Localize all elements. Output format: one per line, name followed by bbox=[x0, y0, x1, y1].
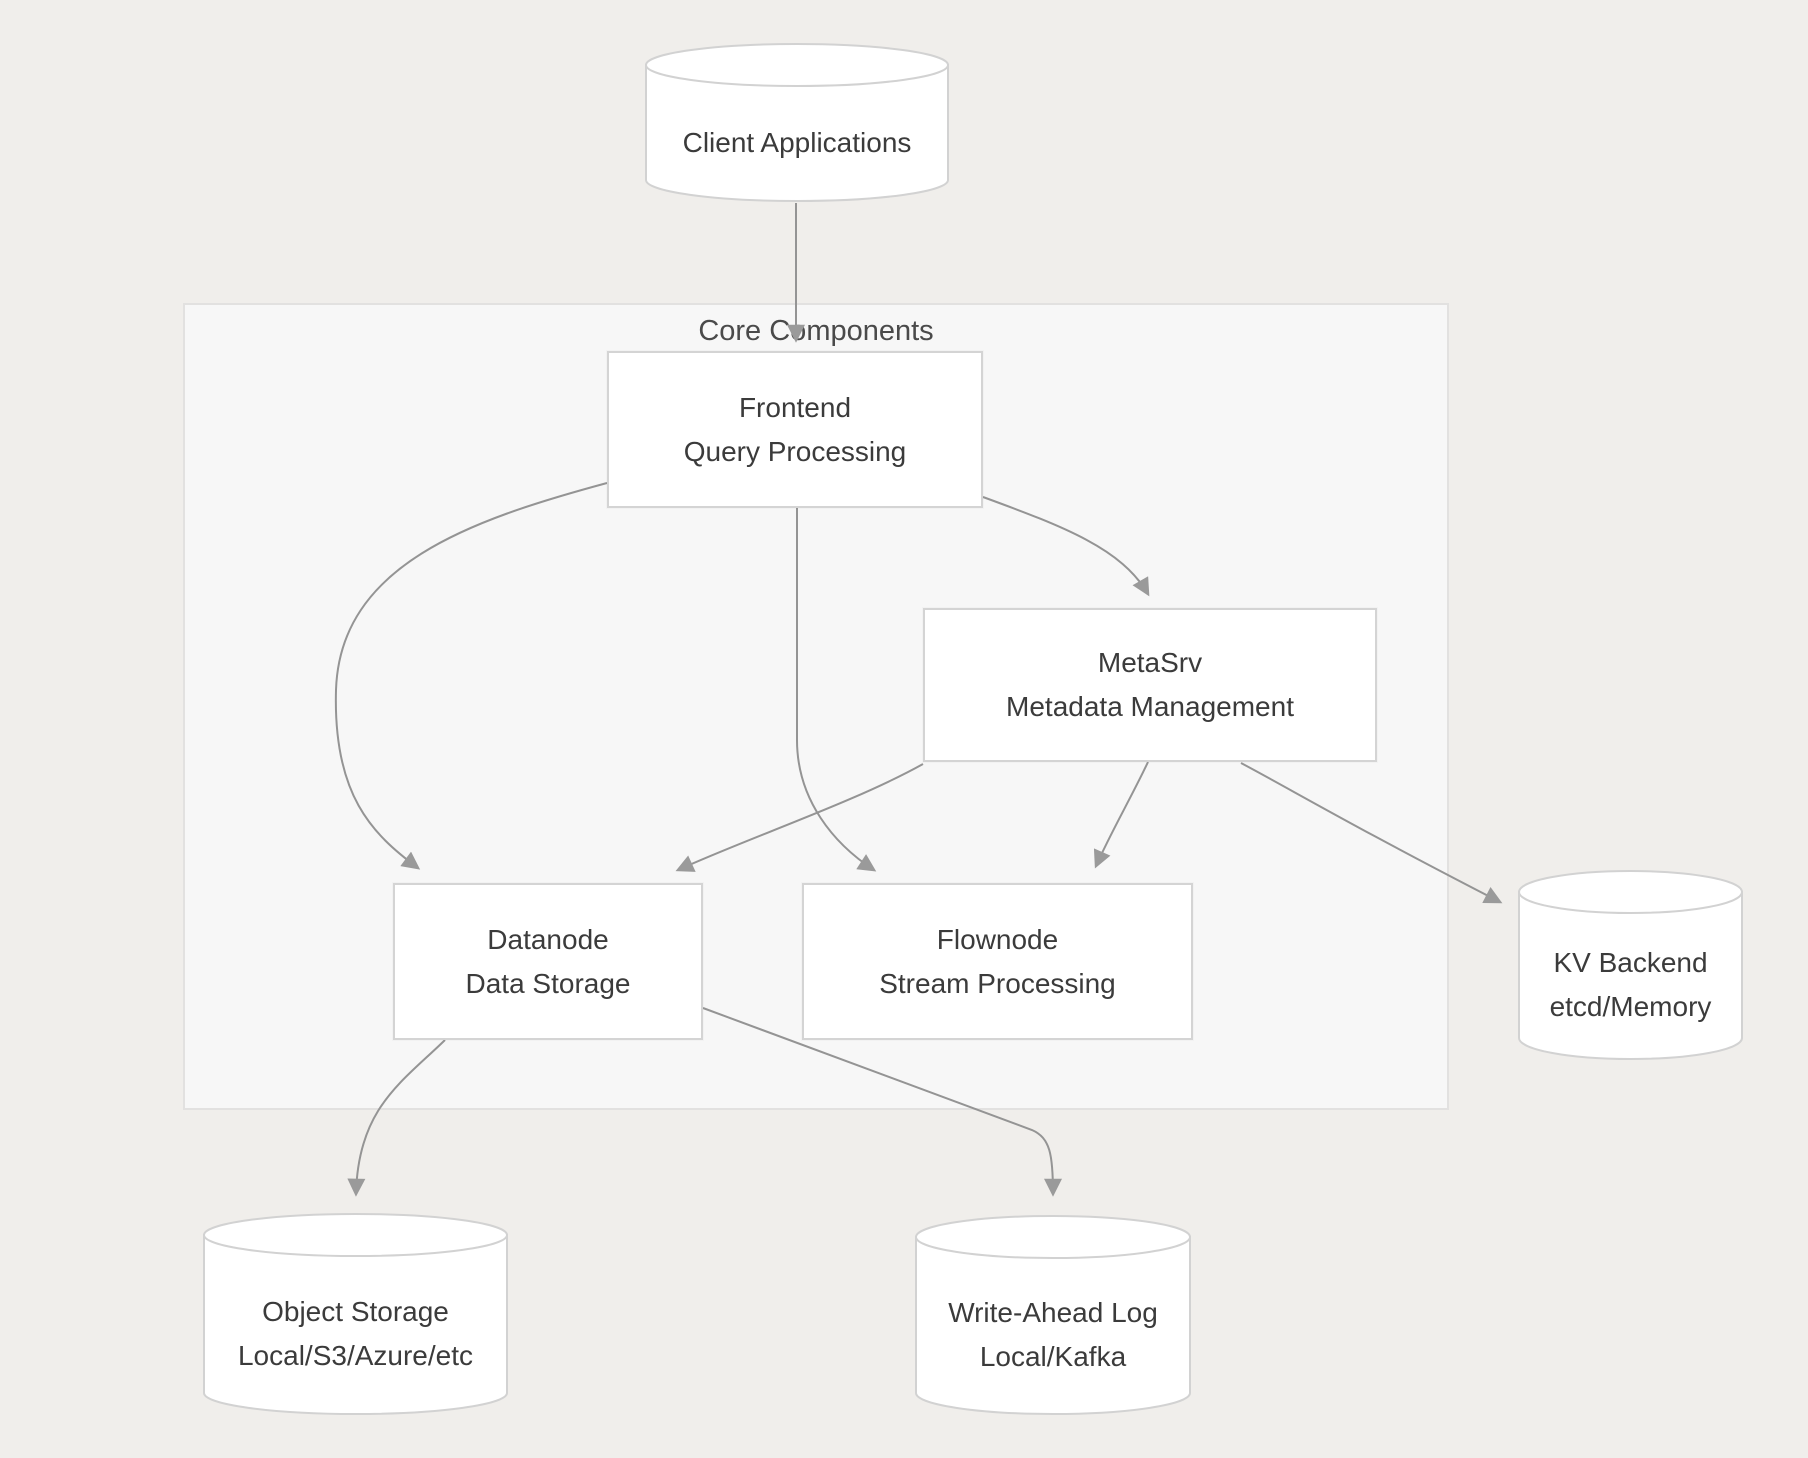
edge-metasrv-kvbackend bbox=[1240, 762, 1503, 904]
edge-frontend-metasrv bbox=[982, 496, 1150, 597]
node-title: Object Storage bbox=[262, 1296, 449, 1327]
edge-datanode-objectstorage bbox=[347, 1039, 446, 1197]
node-title: Client Applications bbox=[682, 126, 912, 158]
node-kv-backend: KV Backend etcd/Memory bbox=[1518, 870, 1743, 1060]
node-subtitle: Metadata Management bbox=[1006, 691, 1294, 722]
node-title: Frontend bbox=[738, 391, 852, 423]
node-subtitle: Local/Kafka bbox=[979, 1341, 1127, 1372]
database-cylinder-shape bbox=[915, 1215, 1191, 1415]
node-subtitle: Query Processing bbox=[683, 435, 907, 467]
cluster-label: Core Components bbox=[698, 315, 934, 347]
node-subtitle: Data Storage bbox=[465, 967, 631, 999]
node-write-ahead-log: Write-Ahead Log Local/Kafka bbox=[915, 1215, 1191, 1415]
database-cylinder-shape bbox=[1518, 870, 1743, 1060]
node-subtitle: Stream Processing bbox=[879, 967, 1116, 999]
node-metasrv: MetaSrv Metadata Management bbox=[923, 608, 1377, 762]
node-client-applications: Client Applications bbox=[645, 43, 949, 202]
node-title: Write-Ahead Log bbox=[948, 1297, 1158, 1328]
node-object-storage: Object Storage Local/S3/Azure/etc bbox=[203, 1213, 508, 1415]
edge-datanode-wal bbox=[702, 1007, 1062, 1197]
node-title: Datanode bbox=[487, 923, 609, 955]
node-title: Flownode bbox=[936, 923, 1059, 955]
node-title: MetaSrv bbox=[1097, 647, 1203, 678]
node-datanode: Datanode Data Storage bbox=[393, 883, 703, 1040]
edge-frontend-datanode bbox=[334, 482, 608, 870]
database-cylinder-shape bbox=[645, 43, 949, 202]
node-flownode: Flownode Stream Processing bbox=[802, 883, 1193, 1040]
node-title: KV Backend bbox=[1553, 947, 1708, 978]
database-cylinder-shape bbox=[203, 1213, 508, 1415]
node-frontend: Frontend Query Processing bbox=[607, 351, 983, 508]
edge-metasrv-flownode bbox=[1093, 761, 1149, 869]
edge-metasrv-datanode bbox=[675, 763, 924, 872]
node-subtitle: etcd/Memory bbox=[1549, 991, 1712, 1022]
node-subtitle: Local/S3/Azure/etc bbox=[237, 1340, 474, 1371]
